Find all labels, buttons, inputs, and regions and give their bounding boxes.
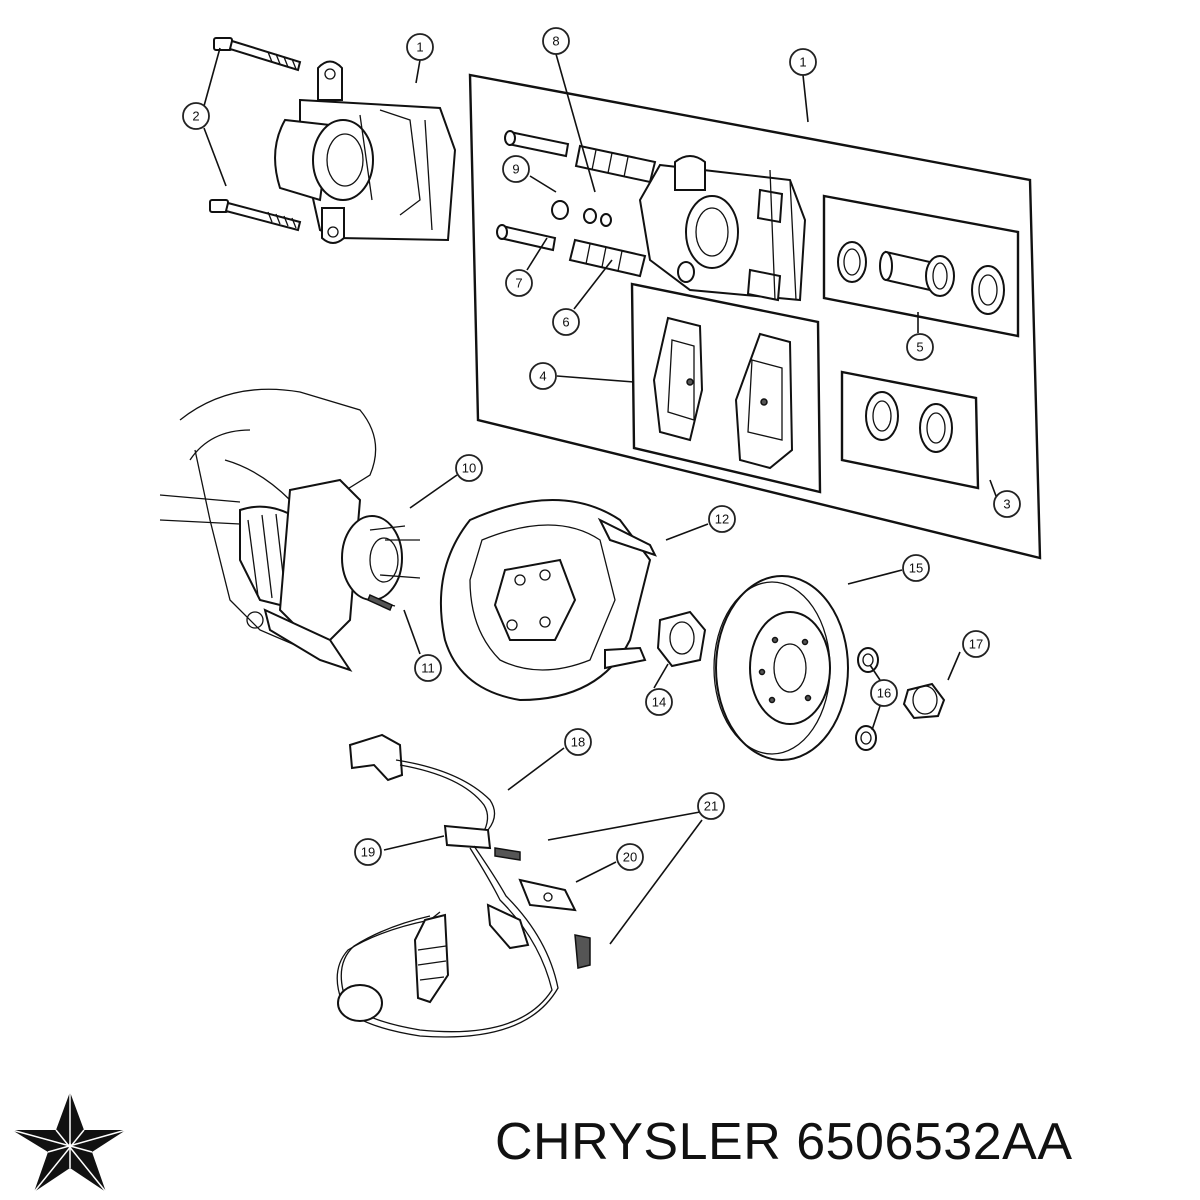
brand-name: CHRYSLER <box>495 1113 782 1171</box>
callout-16: 16 <box>870 679 898 707</box>
pad-set-box <box>630 282 822 494</box>
brand-part-number-caption: CHRYSLER 6506532AA <box>495 1112 1073 1172</box>
callout-8: 8 <box>542 27 570 55</box>
guide-bolt-lower <box>209 199 302 232</box>
boot-kit-box <box>840 370 980 490</box>
svg-text:3: 3 <box>1003 497 1010 512</box>
caliper-loose <box>274 60 457 244</box>
hub-bearing <box>341 515 421 612</box>
splash-shield <box>439 499 657 702</box>
guide-bolt-upper <box>213 37 302 72</box>
callout-3: 3 <box>993 490 1021 518</box>
callout-4: 4 <box>529 362 557 390</box>
callout-11: 11 <box>414 654 442 682</box>
svg-text:5: 5 <box>916 340 923 355</box>
callout-19: 19 <box>354 838 382 866</box>
callout-20: 20 <box>616 843 644 871</box>
callout-7: 7 <box>505 269 533 297</box>
callout-1-caliper: 1 <box>406 33 434 61</box>
slide-pin-upper <box>504 130 570 158</box>
svg-text:7: 7 <box>515 276 522 291</box>
callout-10: 10 <box>455 454 483 482</box>
leader-lines <box>203 47 997 945</box>
abs-sensor-harness <box>336 733 591 1038</box>
svg-text:4: 4 <box>539 369 546 384</box>
piston-boot-kit <box>865 391 953 453</box>
part-number: 6506532AA <box>796 1113 1073 1171</box>
callout-6: 6 <box>552 308 580 336</box>
hub-nut <box>656 610 707 668</box>
callout-17: 17 <box>962 630 990 658</box>
svg-text:6: 6 <box>562 315 569 330</box>
callout-15: 15 <box>902 554 930 582</box>
pin-boot-lower <box>568 238 647 278</box>
svg-text:12: 12 <box>715 512 729 527</box>
brake-pad-inner <box>652 316 704 442</box>
callout-1-kit: 1 <box>789 48 817 76</box>
svg-text:15: 15 <box>909 561 923 576</box>
grease-cap <box>902 682 946 720</box>
chrysler-pentastar-icon <box>11 1092 127 1193</box>
svg-text:14: 14 <box>652 695 666 710</box>
callout-14: 14 <box>645 688 673 716</box>
caliper-kit-housing <box>638 155 807 302</box>
svg-text:11: 11 <box>421 661 435 676</box>
svg-text:2: 2 <box>192 109 199 124</box>
svg-text:20: 20 <box>623 850 637 865</box>
svg-text:1: 1 <box>416 40 423 55</box>
svg-text:1: 1 <box>799 55 806 70</box>
svg-text:18: 18 <box>571 735 585 750</box>
piston-seal-kit <box>837 241 1005 315</box>
brake-rotor <box>713 575 849 761</box>
svg-text:19: 19 <box>361 845 375 860</box>
brake-pad-outer <box>734 332 794 470</box>
callout-21: 21 <box>697 792 725 820</box>
svg-text:8: 8 <box>552 34 559 49</box>
svg-text:10: 10 <box>462 461 476 476</box>
svg-text:17: 17 <box>969 637 983 652</box>
lug-nut-pair <box>855 647 879 751</box>
svg-text:16: 16 <box>877 686 891 701</box>
callout-9: 9 <box>502 155 530 183</box>
callout-2: 2 <box>182 102 210 130</box>
svg-text:9: 9 <box>512 162 519 177</box>
slide-pin-lower <box>496 224 557 252</box>
caliper-kit-box <box>468 73 1042 560</box>
callout-18: 18 <box>564 728 592 756</box>
callout-12: 12 <box>708 505 736 533</box>
bushing-pair <box>551 200 612 227</box>
svg-text:21: 21 <box>704 799 718 814</box>
seal-kit-box <box>822 194 1020 338</box>
callout-5: 5 <box>906 333 934 361</box>
steering-knuckle <box>159 388 377 672</box>
